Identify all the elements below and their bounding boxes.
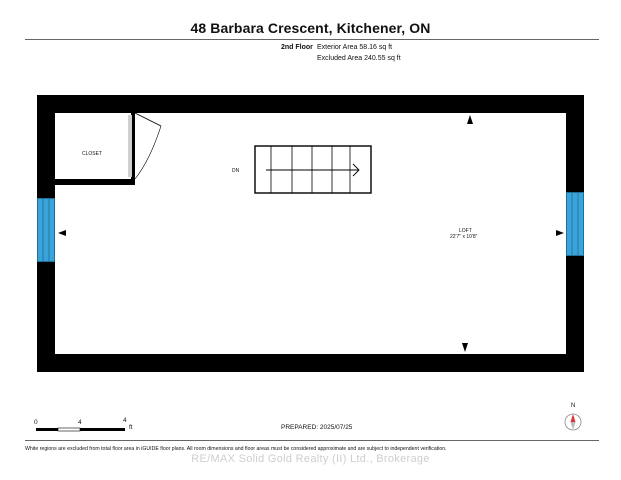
closet-wall-right: [131, 113, 135, 185]
wall-top: [37, 95, 584, 113]
closet-wall-bottom: [55, 179, 135, 185]
floor-name: 2nd Floor: [281, 44, 313, 51]
stairs-label: DN: [232, 168, 240, 174]
header-rule: [25, 39, 599, 40]
scale-tick-4: 4: [123, 417, 127, 424]
plan-title: 48 Barbara Crescent, Kitchener, ON: [190, 20, 431, 36]
arrow-left-icon: [58, 230, 66, 236]
window-mullions: [42, 192, 579, 262]
arrow-right-icon: [556, 230, 564, 236]
scale-tick-2: 4: [78, 419, 82, 426]
compass-rose-icon: [564, 413, 582, 431]
scale-tick-0: 0: [34, 419, 38, 426]
compass: N: [560, 402, 588, 436]
room-name: LOFT: [459, 228, 472, 234]
disclaimer-text: White regions are excluded from total fl…: [25, 446, 447, 452]
compass-north-label: N: [571, 403, 576, 409]
window-right: [566, 192, 584, 256]
window-left: [37, 198, 55, 262]
brokerage-watermark: RE/MAX Solid Gold Realty (II) Ltd., Brok…: [191, 453, 430, 465]
stairs: [254, 145, 372, 194]
footer-rule: [25, 440, 599, 441]
wall-bottom: [37, 354, 584, 372]
closet-label: CLOSET: [82, 151, 103, 157]
arrow-up-icon: [467, 115, 473, 124]
exterior-area: Exterior Area 58.16 sq ft: [317, 44, 393, 51]
room-dimensions: 22'7" x 10'8": [450, 234, 478, 240]
closet-door: [128, 112, 162, 180]
dimension-arrows: [58, 115, 564, 352]
scale-unit: ft: [129, 424, 133, 431]
scale-bar: 0 4 4 ft: [30, 416, 140, 436]
excluded-area: Excluded Area 240.55 sq ft: [317, 55, 401, 62]
prepared-date: PREPARED: 2025/07/25: [281, 424, 353, 431]
arrow-down-icon: [462, 343, 468, 352]
scale-bar-graphic: [36, 427, 125, 432]
